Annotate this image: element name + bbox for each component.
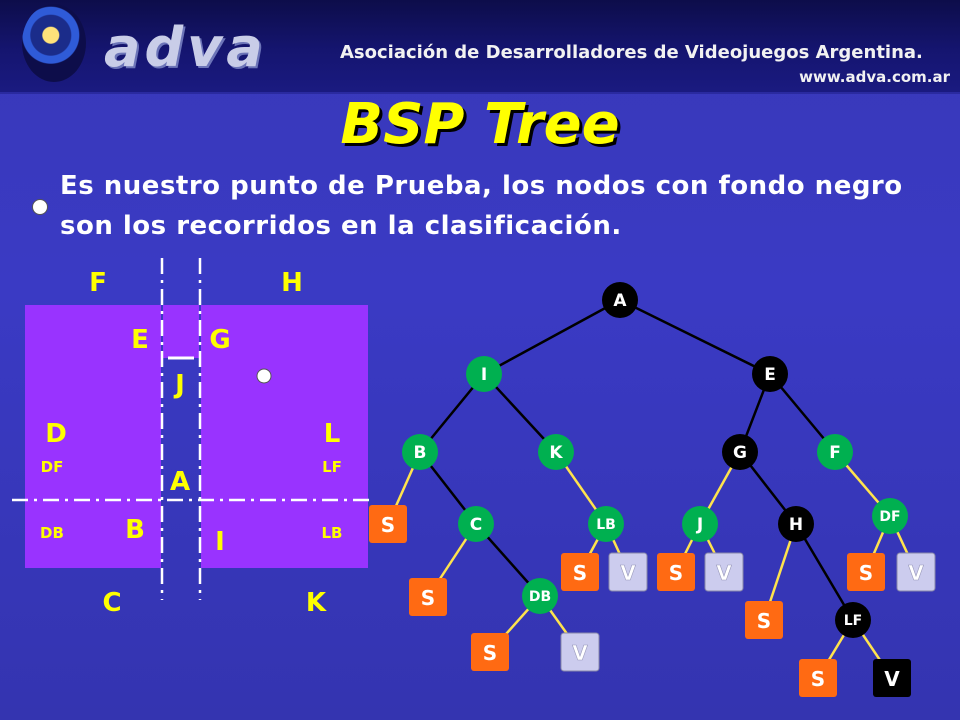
tree-node-lf [835,602,871,638]
map-label-f: F [89,268,107,298]
tree-node-i [466,356,502,392]
tree-node-label-df: DF [879,509,900,525]
map-label-lb: LB [322,524,343,542]
tree-leaf-label-s1: S [381,513,395,537]
tree-node-label-db: DB [529,589,551,605]
map-label-i: I [215,527,225,557]
tree-node-label-c: C [470,515,482,535]
tree-node-lb [588,506,624,542]
tree-leaf-label-s8: S [811,667,825,691]
tree-leaf-label-s4: S [669,561,683,585]
tree-leaf-s3 [561,553,599,591]
tree-node-f [817,434,853,470]
tree-leaf-s5 [471,633,509,671]
map-label-db: DB [40,524,64,542]
organization-name: Asociación de Desarrolladores de Videoju… [340,42,923,63]
map-label-d: D [45,419,67,449]
tree-node-label-j: J [696,515,703,535]
map-label-a: A [170,467,190,497]
tree-node-label-lb: LB [596,517,616,533]
tree-leaf-v6 [896,552,936,592]
tree-node-label-f: F [829,443,841,463]
tree-node-label-h: H [789,515,803,535]
tree-edge-a-e [619,298,771,376]
tree-leaf-v5 [560,632,600,672]
logo-text: adva [104,16,267,79]
tree-leaf-s4 [657,553,695,591]
tree-leaf-s1 [369,505,407,543]
tree-leaf-label-s3: S [573,561,587,585]
tree-node-c [458,506,494,542]
tree-leaf-v4 [704,552,744,592]
map-label-b: B [125,515,145,545]
tree-leaf-s8 [799,659,837,697]
map-label-c: C [102,588,121,618]
test-point-icon [256,368,272,384]
tree-node-j [682,506,718,542]
tree-node-k [538,434,574,470]
tree-leaf-s7 [745,601,783,639]
tree-node-a [602,282,638,318]
map-label-lf: LF [322,458,342,476]
tree-node-g [722,434,758,470]
tree-leaf-label-s7: S [757,609,771,633]
tree-leaf-label-v3: V [620,561,636,585]
tree-leaf-label-s2: S [421,586,435,610]
map-label-l: L [324,419,341,449]
tree-leaf-label-v5: V [572,641,588,665]
tree-leaf-label-v4: V [716,561,732,585]
map-label-df: DF [41,458,64,476]
tree-node-df [872,498,908,534]
map-label-e: E [131,325,149,355]
bullet-icon [32,199,48,215]
header-banner: adva Asociación de Desarrolladores de Vi… [0,0,960,94]
tree-node-label-i: I [481,365,487,385]
tree-edge-h-lf [794,523,855,621]
tree-leaf-label-v6: V [908,561,924,585]
map-label-g: G [209,325,230,355]
tree-leaf-v3 [608,552,648,592]
tree-node-b [402,434,438,470]
tree-node-label-a: A [613,291,627,311]
map-label-k: K [306,588,327,618]
tree-node-e [752,356,788,392]
tree-node-h [778,506,814,542]
intro-text: Es nuestro punto de Prueba, los nodos co… [60,171,903,241]
tree-node-label-k: K [549,443,563,463]
adva-logo-icon [22,4,86,82]
tree-leaf-v8 [873,659,911,697]
region-left [25,305,161,568]
tree-leaf-label-v8: V [884,667,900,691]
tree-leaf-s2 [409,578,447,616]
map-label-j: J [173,370,185,400]
website-url: www.adva.com.ar [799,68,950,86]
tree-leaf-label-s5: S [483,641,497,665]
tree-node-db [522,578,558,614]
tree-leaf-label-s6: S [859,561,873,585]
tree-node-label-g: G [733,443,747,463]
region-right [201,305,368,568]
slide-title: BSP Tree [340,92,620,157]
region-top-gap [163,305,199,358]
tree-node-label-e: E [764,365,776,385]
tree-edge-a-i [483,298,621,376]
map-label-h: H [281,268,303,298]
tree-node-label-lf: LF [844,613,862,629]
tree-node-label-b: B [414,443,427,463]
tree-leaf-s6 [847,553,885,591]
